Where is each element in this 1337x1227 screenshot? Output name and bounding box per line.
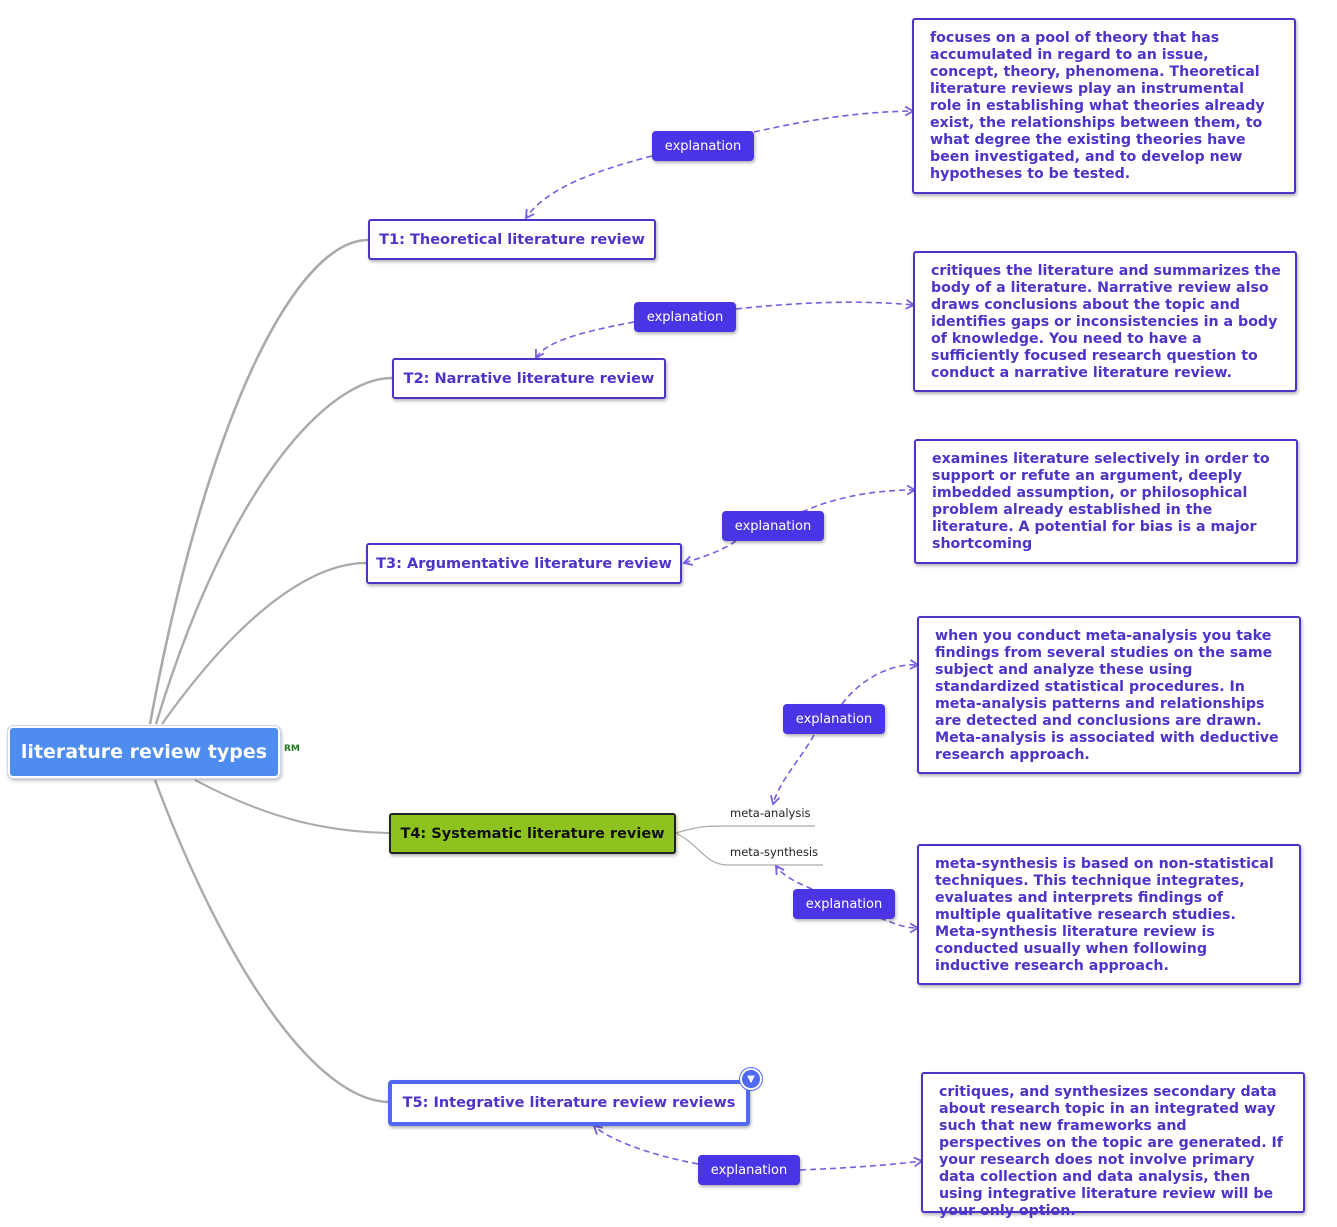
link-e1-note xyxy=(753,105,915,133)
topic-t4[interactable]: T4: Systematic literature review xyxy=(389,813,676,854)
link-e5-note xyxy=(879,917,920,934)
topic-t3[interactable]: T3: Argumentative literature review xyxy=(366,543,682,584)
triangle-down-icon[interactable]: ▼ xyxy=(740,1068,762,1090)
explanation-links xyxy=(524,105,924,1171)
link-e2-note xyxy=(735,299,916,310)
note-meta-analysis: when you conduct meta-analysis you take … xyxy=(917,616,1301,774)
link-e4-note xyxy=(841,659,920,705)
link-e5-sub xyxy=(774,864,813,890)
note-meta-synthesis: meta-synthesis is based on non-statistic… xyxy=(917,844,1301,985)
link-e1-topic xyxy=(524,155,653,220)
root-branches xyxy=(148,238,393,1104)
root-topic[interactable]: literature review types xyxy=(8,726,280,778)
link-e2-topic xyxy=(535,321,635,360)
explanation-pill-4[interactable]: explanation xyxy=(783,704,885,734)
link-e3-topic xyxy=(682,540,737,566)
note-theoretical: focuses on a pool of theory that has acc… xyxy=(912,18,1296,194)
topic-t1[interactable]: T1: Theoretical literature review xyxy=(368,219,656,260)
branch-t1 xyxy=(148,238,369,725)
explanation-pill-1[interactable]: explanation xyxy=(652,131,754,161)
topic-t5[interactable]: T5: Integrative literature review review… xyxy=(388,1080,750,1126)
branch-t5 xyxy=(153,779,391,1104)
link-e4-sub xyxy=(770,734,815,806)
note-integrative: critiques, and synthesizes secondary dat… xyxy=(921,1072,1305,1219)
rm-marker: RM xyxy=(284,744,300,754)
branch-t2 xyxy=(154,376,393,725)
link-e3-note xyxy=(801,484,917,513)
branch-t4 xyxy=(194,779,391,834)
link-e6-topic xyxy=(592,1124,699,1165)
note-narrative: critiques the literature and summarizes … xyxy=(913,251,1297,392)
branch-meta-analysis xyxy=(675,825,815,834)
branch-meta-synthesis xyxy=(675,832,823,866)
explanation-pill-3[interactable]: explanation xyxy=(722,511,824,541)
note-argumentative: examines literature selectively in order… xyxy=(914,439,1298,564)
explanation-pill-5[interactable]: explanation xyxy=(793,889,895,919)
topic-t2[interactable]: T2: Narrative literature review xyxy=(392,358,666,399)
subtopic-meta-analysis[interactable]: meta-analysis xyxy=(730,806,811,820)
explanation-pill-6[interactable]: explanation xyxy=(698,1155,800,1185)
link-e6-note xyxy=(799,1156,924,1171)
explanation-pill-2[interactable]: explanation xyxy=(634,302,736,332)
subtopic-meta-synthesis[interactable]: meta-synthesis xyxy=(730,845,819,859)
branch-t3 xyxy=(161,561,367,725)
subtopic-branches xyxy=(675,825,823,866)
